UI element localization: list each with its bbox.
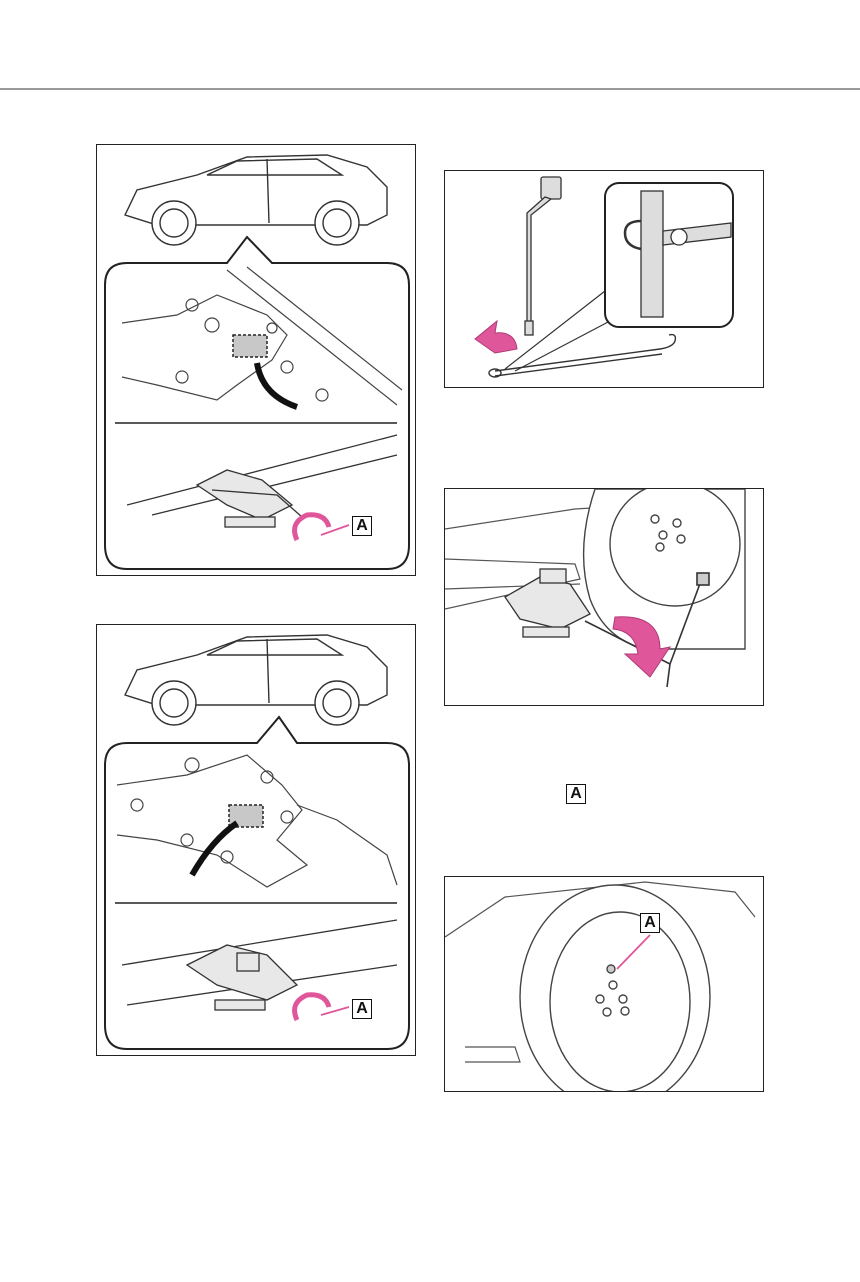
figure-rear-jack-point: A [96, 624, 416, 1056]
rotate-arrow-icon [475, 321, 517, 353]
header-rule [0, 88, 860, 90]
wheel-nut-illustration [445, 877, 763, 1091]
car-side-icon [125, 155, 387, 245]
wheel-nut-wrench-icon [525, 177, 561, 335]
figure-wheel-nut: A [444, 876, 764, 1092]
handle-assembly-illustration [445, 171, 763, 387]
tire-icon [584, 489, 745, 649]
jack-point-marker [233, 335, 267, 357]
inline-callout-label-a: A [566, 784, 586, 804]
figure-handle-assembly [444, 170, 764, 388]
front-jack-illustration [97, 145, 415, 575]
figure-raise-jack [444, 488, 764, 706]
tire-icon [520, 885, 710, 1091]
raise-jack-illustration [445, 489, 763, 705]
zoom-detail-box [605, 183, 733, 327]
callout-label-a: A [640, 913, 660, 933]
callout-label-a: A [352, 999, 372, 1019]
callout-label-a: A [352, 516, 372, 536]
car-side-icon [125, 635, 387, 725]
figure-front-jack-point: A [96, 144, 416, 576]
rear-jack-illustration [97, 625, 415, 1055]
